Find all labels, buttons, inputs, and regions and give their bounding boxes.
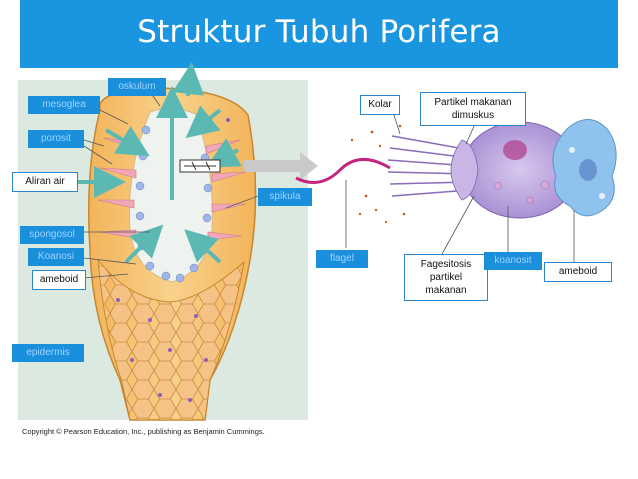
label-ameboid-right: ameboid	[544, 262, 612, 282]
label-ameboid-left: ameboid	[32, 270, 86, 290]
label-oskulum: oskulum	[108, 78, 166, 96]
amoebocyte-dots	[116, 118, 230, 402]
zoom-arrow	[244, 152, 318, 180]
epidermis-texture	[97, 258, 245, 421]
label-fagesitosis: Fagesitosis partikel makanan	[404, 254, 488, 301]
leader-lines	[83, 91, 575, 279]
copyright-text: Copyright © Pearson Education, Inc., pub…	[22, 427, 265, 436]
label-koanosit: koanosit	[484, 252, 542, 270]
label-koanosi: Koanosi	[28, 248, 84, 266]
choanocyte-cell	[387, 121, 579, 219]
label-mesoglea: mesoglea	[28, 96, 100, 114]
label-spikula: spikula	[258, 188, 312, 206]
label-aliran-air: Aliran air	[12, 172, 78, 192]
label-kolar: Kolar	[360, 95, 400, 115]
food-particles	[350, 124, 406, 224]
label-spongosol: spongosol	[20, 226, 84, 244]
label-epidermis: epidermis	[12, 344, 84, 362]
flagellum	[295, 158, 391, 184]
label-flagel: flagel	[316, 250, 368, 268]
water-flow-arrows	[78, 62, 242, 264]
title-bar: Struktur Tubuh Porifera	[20, 0, 618, 68]
label-partikel-makanan: Partikel makanan dimuskus	[420, 92, 526, 126]
label-porosit: porosit	[28, 130, 84, 148]
page-title: Struktur Tubuh Porifera	[137, 14, 501, 50]
